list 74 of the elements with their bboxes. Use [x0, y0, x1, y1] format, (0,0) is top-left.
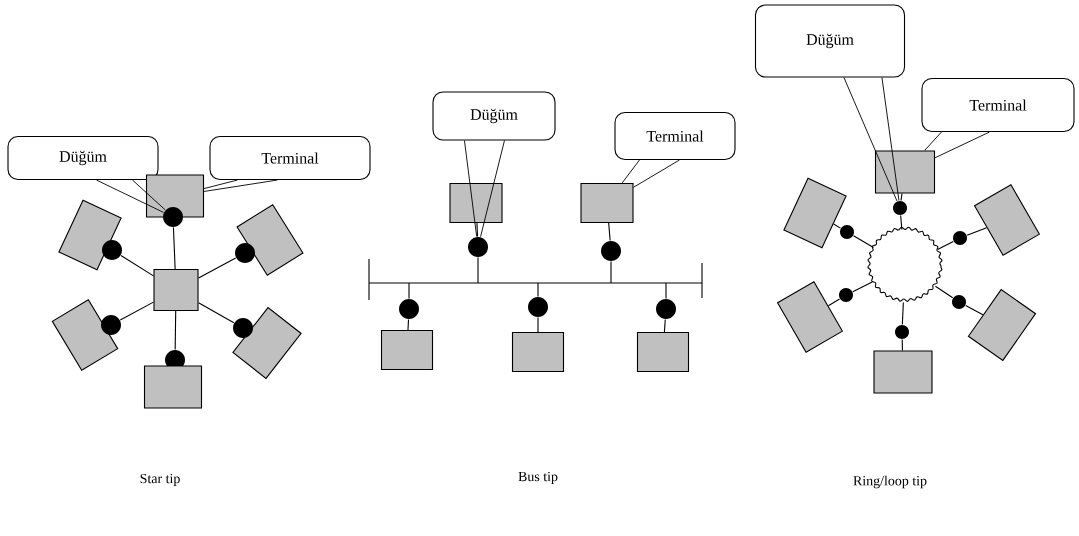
node-dot: [601, 241, 621, 261]
callout-bubble: Düğüm: [7, 135, 159, 181]
terminal-box: [511, 331, 565, 373]
connector-line: [610, 261, 612, 284]
ring-line: [867, 226, 943, 302]
terminal-box: [874, 150, 936, 194]
connector-line: [965, 305, 984, 316]
node-dot: [102, 240, 122, 260]
node-dot: [468, 237, 488, 257]
connector-line: [852, 235, 874, 249]
connector-line: [901, 301, 904, 325]
connector-line: [833, 223, 842, 229]
node-dot: [163, 207, 183, 227]
caption: Bus tip: [518, 471, 558, 485]
callout-bubble: Terminal: [209, 135, 371, 181]
node-dot: [895, 325, 909, 339]
connector-line: [827, 298, 841, 307]
callout-bubble: Düğüm: [432, 91, 556, 141]
connector-line: [537, 282, 539, 297]
node-dot: [233, 318, 253, 338]
leader-line: [843, 77, 900, 202]
caption: Star tip: [140, 473, 180, 487]
callout-bubble: Düğüm: [754, 4, 906, 78]
connector-line: [665, 282, 667, 299]
leader-line: [96, 179, 166, 213]
connector-line: [476, 222, 479, 237]
node-dot: [952, 295, 966, 309]
node-dot: [893, 201, 907, 215]
terminal-box: [58, 199, 122, 271]
connector-line: [937, 240, 954, 250]
terminal-box: [449, 182, 503, 224]
terminal-box: [380, 329, 434, 371]
connector-line: [119, 301, 154, 321]
connector-line: [608, 222, 611, 241]
callout-bubble: Terminal: [921, 77, 1075, 133]
bus-line: [368, 258, 703, 301]
callout-bubble: Terminal: [614, 111, 736, 161]
node-dot: [953, 231, 967, 245]
connector-line: [407, 318, 410, 331]
connector-line: [852, 281, 873, 293]
connector-line: [120, 255, 154, 277]
terminal-box: [143, 365, 203, 409]
terminal-box: [873, 350, 933, 394]
caption: Ring/loop tip: [853, 475, 927, 489]
node-dot: [839, 288, 853, 302]
leader-line: [203, 179, 278, 192]
connector-line: [934, 285, 954, 299]
node-dot: [101, 315, 121, 335]
connector-line: [408, 282, 410, 299]
connector-line: [966, 227, 988, 236]
connector-line: [663, 318, 666, 333]
hub-box: [153, 268, 199, 312]
connector-line: [537, 317, 539, 333]
node-dot: [840, 225, 854, 239]
connector-line: [477, 257, 479, 284]
leader-line: [924, 131, 990, 159]
terminal-box: [580, 182, 634, 224]
node-dot: [399, 299, 419, 319]
terminal-box: [145, 174, 205, 218]
terminal-box: [636, 331, 690, 373]
connector-line: [198, 302, 235, 324]
leader-line: [464, 140, 505, 238]
connector-line: [172, 227, 176, 270]
node-dot: [235, 243, 255, 263]
terminal-box: [783, 177, 847, 249]
node-dot: [528, 297, 548, 317]
connector-line: [174, 310, 177, 350]
node-dot: [656, 299, 676, 319]
terminal-box: [51, 299, 119, 371]
leader-line: [621, 159, 680, 188]
connector-line: [900, 193, 903, 202]
connector-line: [198, 257, 237, 279]
connector-line: [901, 338, 903, 351]
connector-line: [900, 214, 903, 231]
